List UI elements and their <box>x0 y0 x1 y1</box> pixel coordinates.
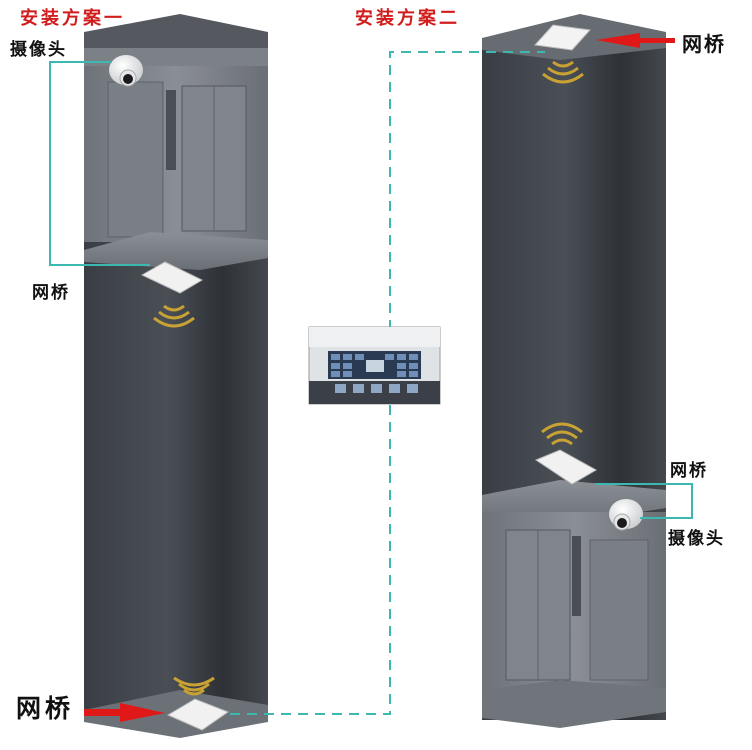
arrow-icon <box>596 33 675 48</box>
camera-icon <box>109 55 143 87</box>
bridge-label: 网桥 <box>32 283 70 303</box>
car-floor-platform <box>84 232 268 270</box>
camera-icon <box>609 499 643 531</box>
scheme-two-title: 安装方案二 <box>355 8 460 29</box>
camera-label: 摄像头 <box>10 40 67 60</box>
cable-link <box>49 61 150 266</box>
wireless-bridge-icon <box>140 261 204 294</box>
car-floor <box>482 680 666 728</box>
bridge-label-top: 网桥 <box>682 32 726 56</box>
control-panel <box>572 536 581 616</box>
shaft-scheme-one <box>84 14 268 738</box>
signal-waves-icon <box>542 60 584 84</box>
bridge-label: 网桥 <box>670 461 708 481</box>
bridge-label-bottom: 网桥 <box>16 694 75 723</box>
wireless-bridge-icon <box>166 698 230 731</box>
shaft-scheme-two <box>482 14 666 728</box>
camera-label: 摄像头 <box>668 529 725 549</box>
signal-waves-icon <box>153 304 195 328</box>
signal-waves-icon <box>173 676 215 696</box>
shaft-top-cap <box>84 14 268 48</box>
wireless-bridge-icon <box>534 449 598 485</box>
control-panel <box>166 90 176 170</box>
cable-link <box>595 483 693 519</box>
wireless-bridge-icon <box>533 24 592 51</box>
scheme-one-title: 安装方案一 <box>20 8 125 29</box>
arrow-icon <box>84 703 165 722</box>
car-right-wall-panel <box>589 539 649 681</box>
monitoring-room-image <box>308 326 441 405</box>
signal-waves-icon <box>541 422 583 446</box>
car-left-wall-panel <box>107 81 164 238</box>
